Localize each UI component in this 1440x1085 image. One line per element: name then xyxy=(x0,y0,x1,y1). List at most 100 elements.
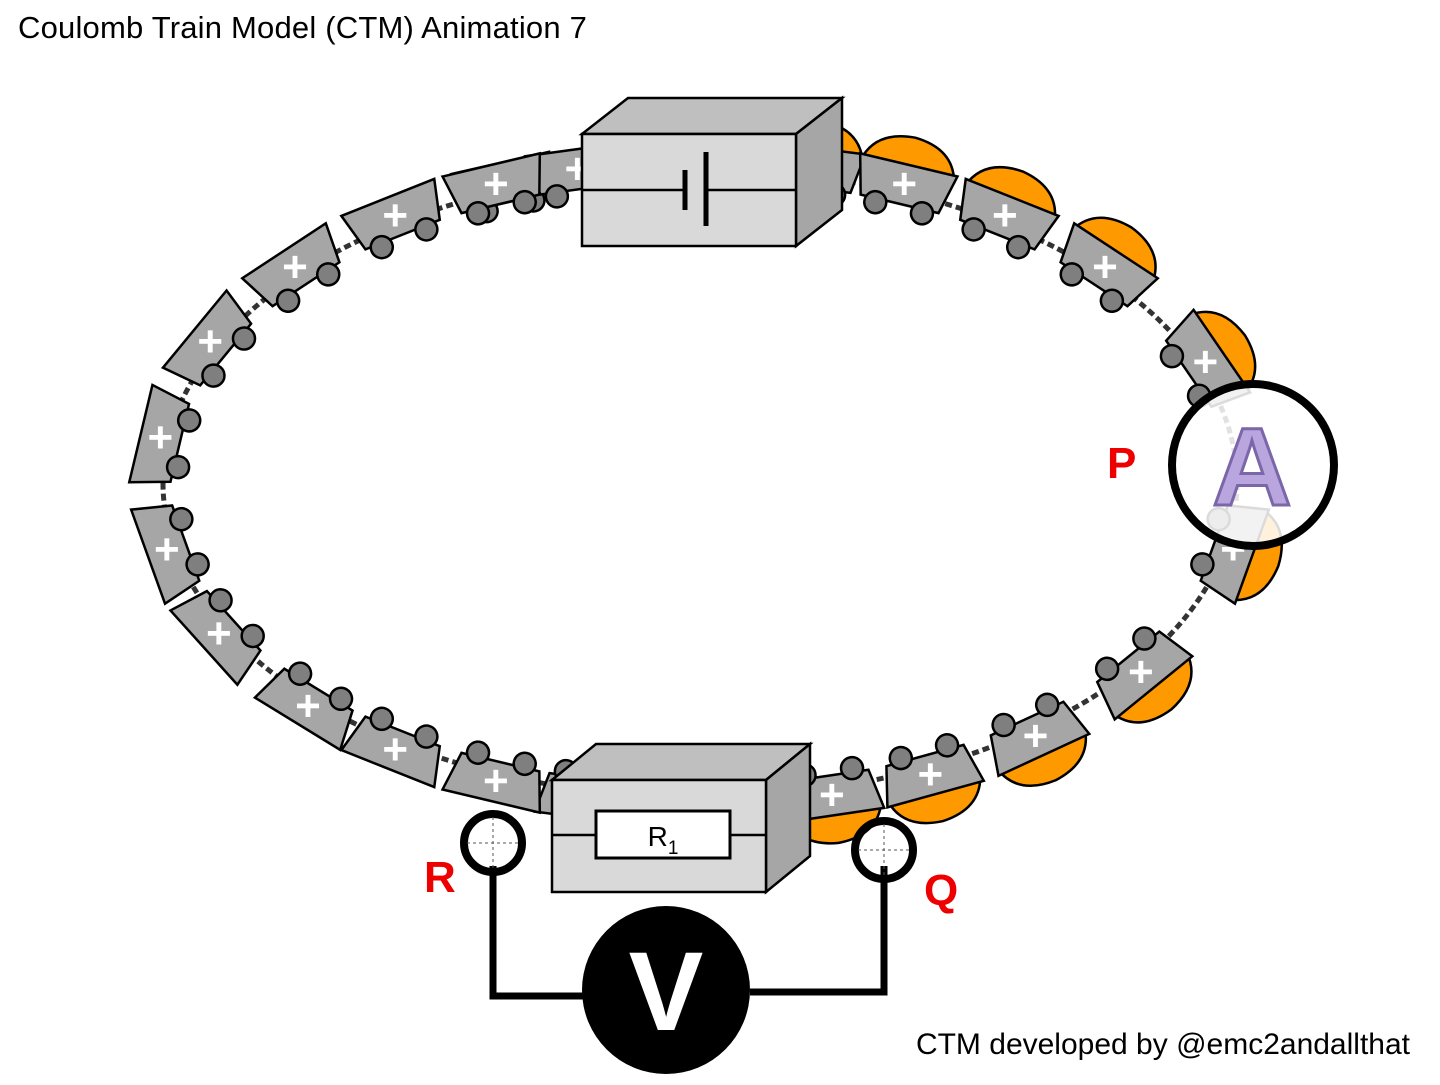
ammeter-icon: A xyxy=(1168,380,1338,550)
cart-wheel xyxy=(1034,692,1060,718)
voltmeter-symbol: V xyxy=(629,929,704,1054)
cart-wheel xyxy=(544,184,570,209)
cart-plus-symbol: + xyxy=(483,757,509,806)
voltmeter-icon: V xyxy=(582,906,750,1074)
cart-wheel xyxy=(169,506,194,532)
cart-plus-symbol: + xyxy=(992,191,1018,240)
coulomb-cart: + xyxy=(127,383,202,484)
cart-plus-symbol: + xyxy=(917,750,943,799)
cart-wheel xyxy=(369,234,395,260)
cart-plus-symbol: + xyxy=(147,413,173,462)
cart-wheel xyxy=(1132,626,1157,651)
cart-body xyxy=(958,177,1061,251)
probe-r xyxy=(460,810,526,876)
cart-wheel xyxy=(512,189,537,215)
cart-plus-symbol: + xyxy=(483,159,509,208)
cart-body xyxy=(1095,629,1195,722)
cart-plus-symbol: + xyxy=(382,191,408,240)
cart-wheel xyxy=(231,326,257,351)
resistor-symbol: R1 xyxy=(552,809,766,860)
cart-wheel xyxy=(165,454,191,480)
cart-wheel xyxy=(328,686,354,712)
cart-wheel xyxy=(888,745,914,771)
cart-wheel xyxy=(1059,262,1085,287)
point-p-label: P xyxy=(1107,439,1136,488)
cart-body xyxy=(240,221,341,308)
cart-plus-symbol: + xyxy=(197,317,223,366)
coulomb-cart: + xyxy=(339,706,442,789)
point-q-label: Q xyxy=(924,866,958,915)
cart-plus-symbol: + xyxy=(206,609,232,658)
coulomb-cart: + xyxy=(440,740,542,815)
cart-plus-symbol: + xyxy=(891,159,917,208)
cart-wheel xyxy=(991,712,1016,738)
credit-text: CTM developed by @emc2andallthat xyxy=(915,1028,1410,1061)
cart-wheel xyxy=(208,588,233,613)
cart-wheel xyxy=(287,661,313,686)
cart-body xyxy=(129,504,201,606)
cart-plus-symbol: + xyxy=(382,725,408,774)
coulomb-cart: + xyxy=(129,504,210,606)
cart-wheel xyxy=(909,201,935,226)
cart-plus-symbol: + xyxy=(1092,243,1118,292)
cart-wheel xyxy=(1005,234,1031,260)
cart-wheel xyxy=(1094,656,1120,682)
cart-plus-symbol: + xyxy=(1192,337,1218,386)
resistor-label: R1 xyxy=(648,821,679,859)
coulomb-cart-loaded: + xyxy=(858,135,960,226)
cart-wheel xyxy=(240,623,265,649)
point-r-label: R xyxy=(424,853,456,902)
cart-wheel xyxy=(414,724,439,749)
cart-wheel xyxy=(201,363,226,388)
cart-plus-symbol: + xyxy=(154,525,180,574)
coulomb-cart-loaded: + xyxy=(1059,216,1160,313)
cart-wheel xyxy=(961,217,986,242)
cart-wheel xyxy=(1190,552,1215,577)
cart-wheel xyxy=(185,552,210,577)
cart-wheel xyxy=(512,751,537,777)
cart-plus-symbol: + xyxy=(1128,647,1154,696)
coulomb-cart: + xyxy=(440,151,542,226)
cart-body xyxy=(339,715,442,789)
cart-plus-symbol: + xyxy=(819,770,845,819)
cart-body xyxy=(339,177,442,251)
cart-body xyxy=(168,589,263,687)
cart-wheel xyxy=(863,189,888,215)
cart-body xyxy=(989,700,1092,778)
coulomb-cart: + xyxy=(339,177,442,260)
cart-wheel xyxy=(275,288,301,313)
cart-wheel xyxy=(414,217,439,242)
cart-body xyxy=(160,288,253,387)
battery-cell-symbol xyxy=(582,152,796,226)
cart-wheel xyxy=(369,706,395,732)
cart-wheel xyxy=(465,201,491,226)
cart-wheel xyxy=(315,262,341,287)
coulomb-cart: + xyxy=(240,221,341,313)
ammeter-symbol: A xyxy=(1212,406,1291,529)
cart-body xyxy=(252,667,355,752)
coulomb-cart-loaded: + xyxy=(989,692,1092,787)
page-title: Coulomb Train Model (CTM) Animation 7 xyxy=(18,10,588,45)
cart-plus-symbol: + xyxy=(282,243,308,292)
voltmeter-wires xyxy=(489,866,888,1000)
coulomb-cart-loaded: + xyxy=(958,165,1061,260)
coulomb-cart: + xyxy=(252,661,355,752)
cart-wheel xyxy=(176,408,202,433)
cart-wheel xyxy=(934,733,960,758)
coulomb-cart-loaded: + xyxy=(885,733,986,825)
coulomb-cart: + xyxy=(160,288,257,388)
coulomb-cart-loaded: + xyxy=(1094,626,1195,724)
probe-q xyxy=(851,817,917,883)
coulomb-cart: + xyxy=(168,588,265,687)
cart-wheel xyxy=(465,740,491,765)
cart-plus-symbol: + xyxy=(295,682,321,731)
cart-plus-symbol: + xyxy=(1023,712,1049,761)
cart-wheel xyxy=(1159,343,1185,369)
resistor-box: R1 xyxy=(548,741,814,895)
cart-wheel xyxy=(839,755,865,781)
battery-box xyxy=(578,95,846,249)
cart-wheel xyxy=(1099,288,1125,313)
cart-body xyxy=(1059,221,1160,308)
